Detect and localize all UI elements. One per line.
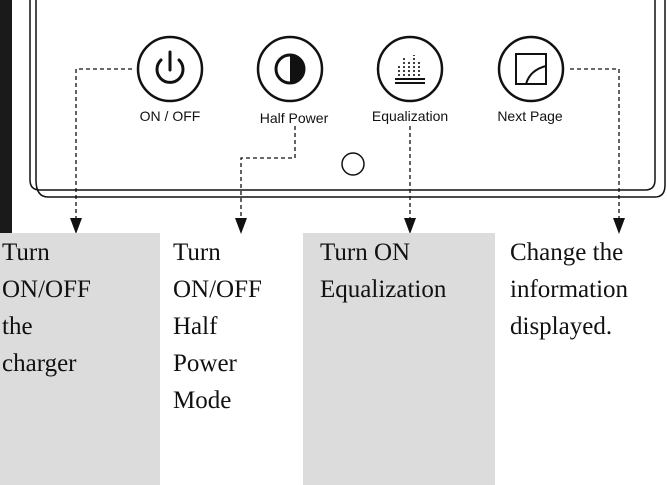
- equalization-button-ring: [376, 35, 444, 103]
- equalization-label: Equalization: [371, 108, 449, 124]
- equalization-button[interactable]: [376, 35, 444, 103]
- on-off-label: ON / OFF: [139, 108, 201, 124]
- power-button[interactable]: [136, 35, 204, 103]
- leader-line-next-page: [570, 68, 620, 218]
- description-line: Change the: [510, 239, 624, 266]
- description-line: Turn: [2, 239, 50, 266]
- description-line: Half: [173, 313, 218, 340]
- equalizer-icon: [395, 55, 425, 84]
- description-line: ON/OFF: [2, 276, 91, 303]
- description-next-page: Change the information displayed.: [495, 233, 667, 485]
- leader-line-power: [75, 68, 132, 218]
- description-power: Turn ON/OFF the charger: [0, 233, 160, 485]
- description-line: the: [2, 313, 33, 340]
- next-page-button[interactable]: [497, 35, 565, 103]
- panel-outline-inner: [29, 0, 656, 191]
- description-line: information: [510, 276, 629, 303]
- description-line: Equalization: [320, 276, 447, 303]
- half-circle-icon: [274, 53, 306, 85]
- description-line: ON/OFF: [173, 276, 262, 303]
- arrowheads: [70, 218, 625, 234]
- description-line: Turn ON: [320, 239, 411, 266]
- next-page-button-ring: [497, 35, 565, 103]
- arrowhead-half-power: [235, 218, 247, 234]
- description-line: displayed.: [510, 313, 613, 340]
- next-page-icon: [515, 53, 547, 85]
- description-line: Power: [173, 350, 237, 377]
- led-indicator-icon: [341, 152, 365, 176]
- leader-lines: [75, 68, 620, 218]
- arrowhead-equalization: [404, 218, 416, 234]
- next-page-label: Next Page: [497, 108, 563, 124]
- arrowhead-power: [70, 218, 82, 234]
- panel-outline-outer: [35, 0, 666, 198]
- half-power-button[interactable]: [256, 35, 324, 103]
- description-half-power: Turn ON/OFF Half Power Mode: [160, 233, 303, 485]
- half-power-label: Half Power: [259, 110, 329, 126]
- arrowhead-next-page: [613, 218, 625, 234]
- power-icon: [155, 50, 185, 84]
- description-line: charger: [2, 350, 77, 377]
- description-line: Turn: [173, 239, 221, 266]
- description-line: Mode: [173, 387, 232, 414]
- description-equalization: Turn ON Equalization: [303, 233, 495, 485]
- leader-line-half-power: [240, 126, 296, 218]
